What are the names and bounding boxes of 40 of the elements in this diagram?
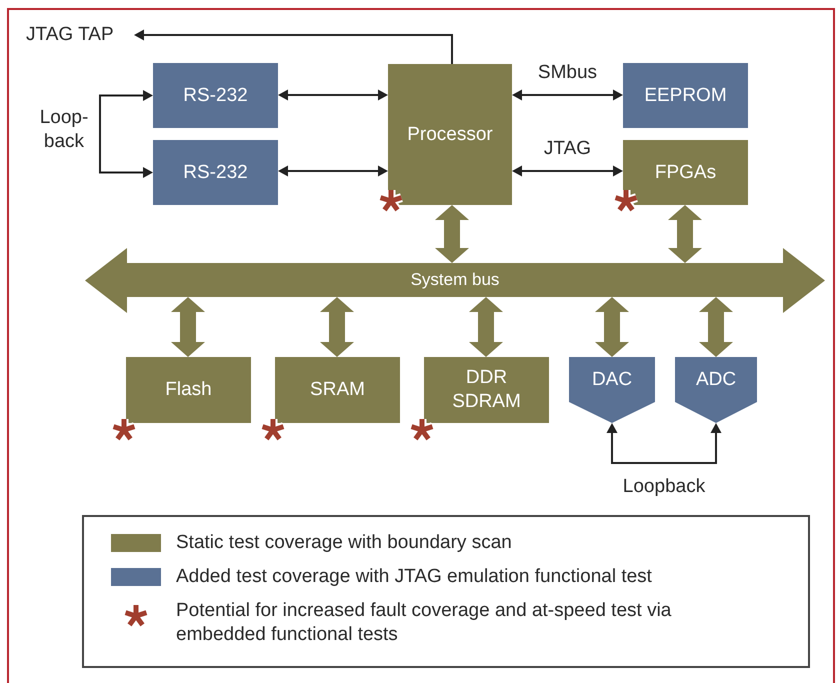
component-block	[126, 357, 251, 423]
bus-arrow	[699, 297, 733, 357]
converter-block	[569, 357, 655, 423]
block-label: Flash	[165, 378, 212, 402]
block-label: EEPROM	[644, 84, 727, 108]
block-label: DAC	[592, 368, 632, 392]
component-block	[153, 140, 278, 205]
block-label: RS-232	[183, 160, 248, 184]
bus-label: System bus	[410, 269, 500, 292]
legend-text: Potential for increased fault coverage and at-speed test via embedded functional tests	[176, 599, 672, 647]
connector-arrow	[606, 423, 722, 464]
bus-arrow	[668, 205, 702, 263]
bus-arrow	[435, 205, 469, 263]
converter-block	[675, 357, 757, 423]
component-block	[623, 140, 748, 205]
system-bus-band	[85, 248, 825, 313]
component-block	[623, 63, 748, 128]
component-block	[275, 357, 400, 423]
connector-arrow	[512, 166, 623, 176]
block-label: ADC	[696, 368, 736, 392]
legend-text: Added test coverage with JTAG emulation functional test	[176, 565, 652, 589]
component-block	[388, 64, 512, 205]
block-label: FPGAs	[654, 160, 716, 184]
port-label: JTAG TAP	[26, 22, 134, 48]
bus-arrow	[595, 297, 629, 357]
component-block	[424, 357, 549, 423]
connector-arrow	[512, 90, 623, 100]
block-label: Processor	[407, 122, 493, 146]
bus-arrow	[320, 297, 354, 357]
block-label: DDR SDRAM	[451, 366, 522, 414]
connector-arrow	[278, 90, 388, 100]
block-label: SRAM	[310, 378, 365, 402]
bus-arrow	[469, 297, 503, 357]
bus-arrow	[171, 297, 205, 357]
component-block	[153, 63, 278, 128]
legend-text: Static test coverage with boundary scan	[176, 531, 512, 555]
connector-arrow	[134, 30, 453, 64]
connector-arrow	[278, 166, 388, 176]
block-label: RS-232	[183, 84, 248, 108]
connector-arrow	[99, 90, 153, 178]
